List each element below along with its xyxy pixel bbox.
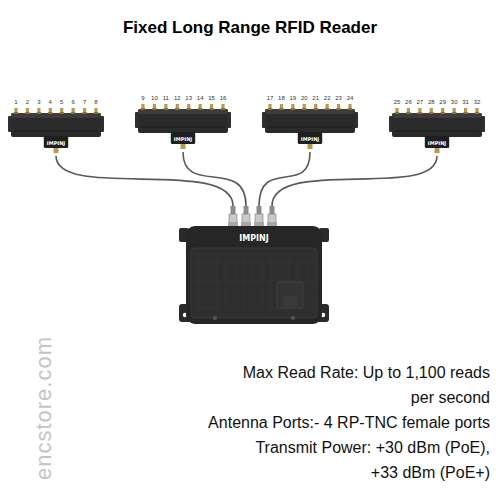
antenna-hub-body	[8, 98, 104, 156]
port-number: 10	[151, 95, 158, 102]
port-number: 23	[335, 95, 342, 102]
port-number: 16	[220, 95, 227, 102]
port-number: 30	[451, 99, 458, 106]
port-number: 17	[267, 95, 274, 102]
port-number: 12	[174, 95, 181, 102]
port-number: 25	[394, 99, 401, 106]
antenna-hub-body	[262, 94, 358, 152]
port-number: 32	[474, 99, 481, 106]
port-number: 14	[197, 95, 204, 102]
port-number: 6	[71, 99, 74, 106]
port-number: 20	[301, 95, 308, 102]
port-number: 4	[49, 99, 52, 106]
antenna-hub: 17 18 19 20 21 22 23 24IMPINJ	[262, 94, 358, 152]
antenna-hub-body	[135, 94, 231, 152]
port-number: 27	[417, 99, 424, 106]
port-number: 5	[60, 99, 63, 106]
antenna-cable	[272, 156, 437, 206]
watermark: encstore.com	[31, 336, 57, 480]
brand-logo: IMPINJ	[428, 140, 446, 146]
antenna-hub: 25 26 27 28 29 30 31 32IMPINJ	[389, 98, 485, 156]
port-number: 2	[26, 99, 29, 106]
port-number: 11	[163, 95, 169, 102]
antenna-hub: 1 2 3 4 5 6 7 8IMPINJ	[8, 98, 104, 156]
port-number: 31	[462, 99, 469, 106]
port-number: 1	[14, 99, 17, 106]
brand-logo: IMPINJ	[47, 140, 65, 146]
brand-logo: IMPINJ	[174, 136, 192, 142]
antenna-hub: 9 10 11 12 13 14 15 16IMPINJ	[135, 94, 231, 152]
port-number: 22	[324, 95, 331, 102]
port-number: 13	[185, 95, 192, 102]
brand-logo: IMPINJ	[301, 136, 319, 142]
rfid-reader: IMPINJ	[179, 206, 329, 332]
port-number: 7	[83, 99, 86, 106]
port-number: 29	[439, 99, 446, 106]
port-number: 28	[428, 99, 435, 106]
port-number: 24	[347, 95, 354, 102]
antenna-cable	[259, 152, 310, 206]
spec-text: Max Read Rate: Up to 1,100 reads per sec…	[240, 360, 490, 410]
spec-text: Transmit Power: +30 dBm (PoE), +33 dBm (…	[228, 435, 490, 485]
port-number: 21	[312, 95, 319, 102]
port-number: 18	[278, 95, 285, 102]
reader-body	[179, 206, 329, 332]
spec-text: Antenna Ports:- 4 RP-TNC female ports	[110, 410, 490, 435]
port-number: 9	[141, 95, 144, 102]
antenna-hub-body	[389, 98, 485, 156]
port-number: 15	[208, 95, 215, 102]
diagram-title: Fixed Long Range RFID Reader	[0, 18, 500, 38]
port-number: 3	[37, 99, 40, 106]
port-number: 19	[290, 95, 297, 102]
port-number: 8	[94, 99, 97, 106]
antenna-cable	[183, 152, 246, 206]
port-number: 26	[405, 99, 412, 106]
brand-logo: IMPINJ	[239, 234, 268, 244]
antenna-cable	[56, 156, 233, 206]
